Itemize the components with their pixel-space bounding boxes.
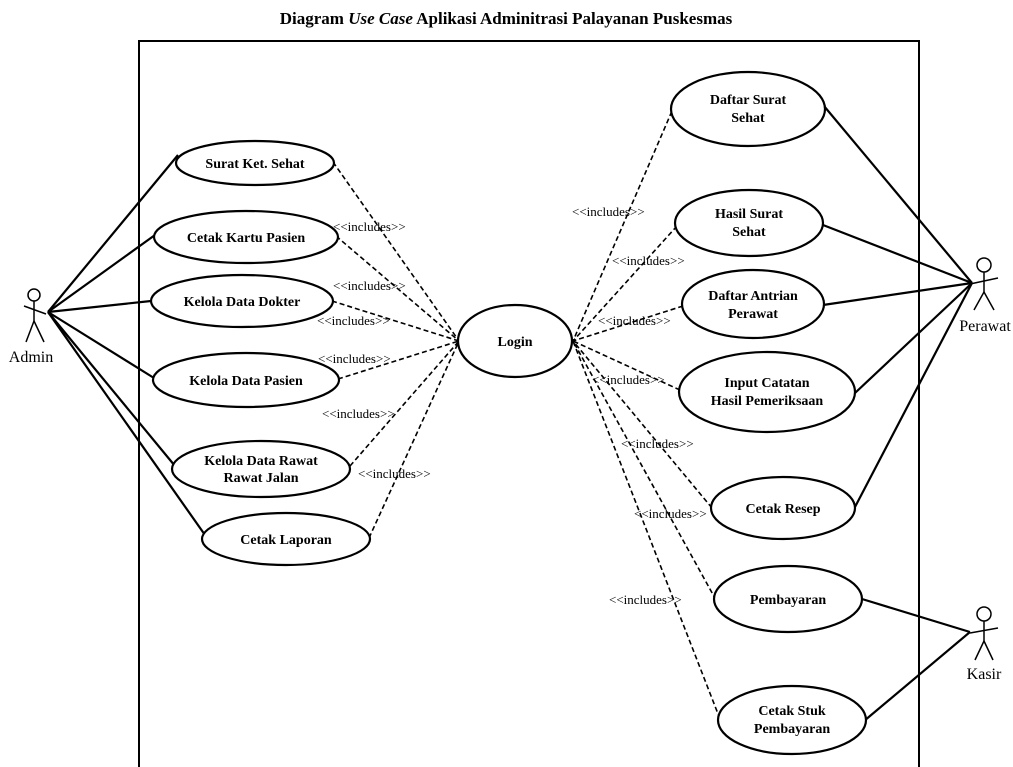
use-case-label: Rawat Jalan: [223, 471, 298, 486]
actor-label: Perawat: [959, 318, 1011, 335]
use-case-hasil-surat-sehat[interactable]: Hasil Surat Sehat: [673, 188, 825, 258]
system-boundary: [138, 40, 920, 767]
use-case-label: Cetak Stuk: [758, 704, 826, 719]
use-case-label: Sehat: [732, 225, 766, 240]
include-line: [572, 225, 678, 342]
use-case-cetak-resep[interactable]: Cetak Resep: [709, 475, 857, 541]
use-case-label: Cetak Laporan: [240, 533, 332, 548]
actor-kasir[interactable]: Kasir: [967, 606, 1002, 683]
use-case-label: Daftar Surat: [710, 93, 787, 108]
association-line: [47, 311, 206, 536]
include-label: <<includes>>: [318, 351, 391, 366]
actor-label: Kasir: [967, 666, 1002, 683]
include-label: <<includes>>: [609, 592, 682, 607]
association-line: [47, 234, 156, 313]
include-label: <<includes>>: [592, 372, 665, 387]
use-case-label: Perawat: [728, 307, 778, 322]
use-case-input-catatan-hasil-pemeriksaan[interactable]: Input Catatan Hasil Pemeriksaan: [677, 350, 857, 434]
include-label: <<includes>>: [621, 436, 694, 451]
association-line: [822, 223, 973, 285]
association-lines: [47, 105, 973, 722]
include-line: [572, 103, 676, 342]
use-case-label: Kelola Data Dokter: [184, 295, 301, 310]
use-case-label: Surat Ket. Sehat: [205, 157, 305, 172]
title-prefix: Diagram: [280, 9, 348, 28]
include-label: <<includes>>: [317, 313, 390, 328]
include-line: [572, 340, 717, 601]
use-case-daftar-surat-sehat[interactable]: Daftar Surat Sehat: [669, 70, 827, 148]
use-case-login[interactable]: Login: [456, 303, 574, 379]
use-case-daftar-antrian-perawat[interactable]: Daftar Antrian Perawat: [680, 268, 826, 340]
include-dependency-lines: [331, 103, 721, 720]
use-case-label: Pembayaran: [750, 593, 826, 608]
include-labels: <<includes>> <<includes>> <<includes>> <…: [317, 204, 707, 607]
include-line: [332, 161, 460, 342]
include-line: [349, 340, 460, 467]
use-case-label: Cetak Kartu Pasien: [187, 231, 305, 246]
actor-label: Admin: [9, 349, 53, 366]
association-line: [47, 154, 179, 313]
include-label: <<includes>>: [634, 506, 707, 521]
use-case-surat-ket-sehat[interactable]: Surat Ket. Sehat: [174, 139, 336, 187]
kasir-stick-figure-icon: [969, 606, 999, 661]
use-case-label: Input Catatan: [724, 376, 809, 391]
use-case-kelola-data-rawat-jalan[interactable]: Kelola Data Rawat Rawat Jalan: [170, 439, 352, 499]
use-case-cetak-kartu-pasien[interactable]: Cetak Kartu Pasien: [152, 209, 340, 265]
perawat-stick-figure-icon: [969, 257, 999, 311]
association-line: [854, 282, 973, 508]
use-case-label: Sehat: [731, 111, 765, 126]
use-case-label: Pembayaran: [754, 722, 830, 737]
association-line: [863, 631, 971, 722]
association-line: [47, 311, 176, 467]
association-line: [47, 311, 155, 379]
include-label: <<includes>>: [322, 406, 395, 421]
include-line: [572, 340, 681, 391]
use-case-cetak-laporan[interactable]: Cetak Laporan: [200, 511, 372, 567]
actor-perawat[interactable]: Perawat: [959, 257, 1011, 335]
use-case-kelola-data-dokter[interactable]: Kelola Data Dokter: [149, 273, 335, 329]
use-case-label: Daftar Antrian: [708, 289, 798, 304]
actor-admin[interactable]: Admin: [9, 288, 53, 366]
use-case-label: Hasil Pemeriksaan: [711, 394, 824, 409]
include-label: <<includes>>: [333, 278, 406, 293]
admin-stick-figure-icon: [23, 288, 47, 343]
use-case-kelola-data-pasien[interactable]: Kelola Data Pasien: [151, 351, 341, 409]
include-line: [331, 300, 460, 342]
include-line: [335, 235, 460, 342]
include-label: <<includes>>: [572, 204, 645, 219]
use-case-label: Login: [497, 335, 532, 350]
title-suffix: Aplikasi Adminitrasi Palayanan Puskesmas: [413, 9, 733, 28]
include-line: [337, 340, 460, 380]
include-line: [572, 340, 713, 509]
include-label: <<includes>>: [612, 253, 685, 268]
use-case-pembayaran[interactable]: Pembayaran: [712, 564, 864, 634]
include-label: <<includes>>: [333, 219, 406, 234]
association-line: [47, 299, 152, 314]
use-case-label: Cetak Resep: [745, 502, 820, 517]
include-label: <<includes>>: [358, 466, 431, 481]
include-line: [572, 340, 721, 720]
association-line: [822, 281, 973, 307]
use-case-cetak-stuk-pembayaran[interactable]: Cetak Stuk Pembayaran: [716, 684, 868, 756]
association-line: [861, 597, 971, 634]
include-line: [368, 340, 460, 539]
use-case-label: Hasil Surat: [715, 207, 783, 222]
include-label: <<includes>>: [598, 313, 671, 328]
diagram-title: Diagram Use Case Aplikasi Adminitrasi Pa…: [280, 9, 733, 28]
title-emphasis: Use Case: [348, 9, 413, 28]
use-case-label: Kelola Data Pasien: [189, 374, 303, 389]
use-case-label: Kelola Data Rawat: [204, 454, 318, 469]
association-line: [854, 282, 973, 394]
association-line: [823, 105, 973, 284]
include-line: [572, 305, 684, 342]
